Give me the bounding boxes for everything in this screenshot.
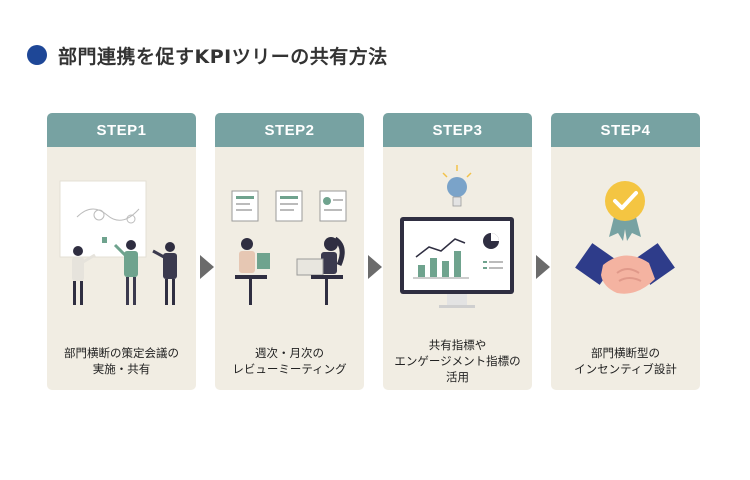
page-title-text: 部門連携を促すKPIツリーの共有方法	[58, 45, 388, 68]
step-arrow-2-icon	[368, 255, 382, 279]
title-bullet-icon	[27, 45, 47, 65]
step-label-2: 週次・月次の レビューミーティング	[232, 346, 347, 376]
step-header-3: STEP3	[383, 113, 532, 147]
step-label-3: 共有指標や エンゲージメント指標の 活用	[394, 338, 521, 384]
handshake-medal-icon	[551, 147, 700, 327]
step-arrow-1-icon	[200, 255, 214, 279]
page-title: 部門連携を促すKPIツリーの共有方法	[27, 42, 388, 68]
step-card-4: STEP4 部門横断型の インセンティブ設計	[551, 113, 700, 390]
review-meeting-icon	[215, 147, 364, 327]
step-header-2: STEP2	[215, 113, 364, 147]
step-card-1: STEP1 部門横断の策定会議の 実施・共有	[47, 113, 196, 390]
step-label-4: 部門横断型の インセンティブ設計	[574, 346, 677, 376]
step-card-2: STEP2 週次・月次の	[215, 113, 364, 390]
step-header-4: STEP4	[551, 113, 700, 147]
whiteboard-meeting-icon	[47, 147, 196, 327]
step-card-3: STEP3 共有指標や エンゲージメント指標の	[383, 113, 532, 390]
step-arrow-3-icon	[536, 255, 550, 279]
monitor-chart-icon	[383, 147, 532, 327]
step-header-1: STEP1	[47, 113, 196, 147]
step-label-1: 部門横断の策定会議の 実施・共有	[64, 346, 179, 376]
